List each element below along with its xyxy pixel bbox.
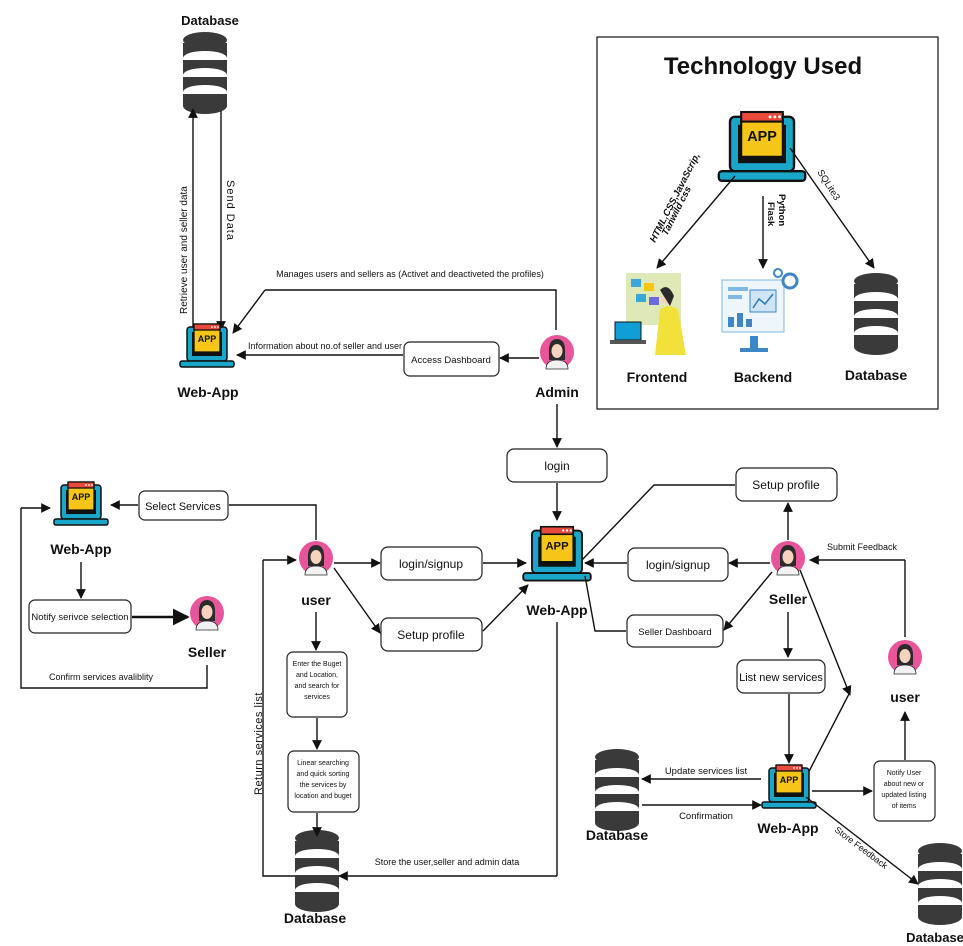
technology-panel: Technology Used HTML,CSS,JavaScrip, Tanw…: [596, 36, 939, 410]
feedback-database-icon: [918, 843, 962, 925]
admin-flow: Database Retrieve user and seller data S…: [177, 13, 579, 448]
tech-app-laptop-icon: [717, 110, 807, 183]
seller-setup-profile-box: Setup profile: [752, 478, 820, 492]
seller-database-icon: [595, 749, 639, 831]
step1-line3: and search for: [295, 683, 340, 690]
center-database-icon: [295, 830, 339, 912]
step1-line4: services: [304, 694, 330, 701]
user-webapp-laptop-icon: [53, 481, 109, 526]
login-box: login: [544, 459, 569, 473]
step1-line2: and Location,: [296, 672, 338, 679]
select-services-box: Select Services: [145, 501, 221, 513]
step1-line1: Enter the Buget: [293, 661, 342, 668]
access-dashboard-box: Access Dashboard: [411, 355, 491, 366]
update-services-label: Update services list: [665, 766, 748, 777]
tech-database-icon: [854, 273, 898, 355]
center-webapp-label: Web-App: [526, 602, 587, 618]
right-user-label: user: [890, 689, 920, 705]
center-flow: login Web-App Database Store the user,se…: [253, 448, 608, 926]
backend-label: Backend: [734, 369, 792, 385]
seller-database-label: Database: [586, 827, 648, 843]
admin-webapp-label: Web-App: [177, 384, 238, 400]
step2-line4: location and buget: [294, 793, 351, 800]
seller-dashboard-box: Seller Dashboard: [638, 627, 711, 638]
store-data-label: Store the user,seller and admin data: [375, 857, 520, 867]
backend-illustration-icon: [721, 268, 799, 352]
user-login-signup-box: login/signup: [399, 557, 463, 571]
retrieve-data-label: Retrieve user and seller data: [179, 186, 190, 314]
backend-tech-text-2: Flask: [765, 202, 776, 227]
user-flow: Web-App Select Services Notify serivce s…: [20, 481, 529, 837]
tech-database-label: Database: [845, 367, 907, 383]
frontend-illustration-icon: [610, 273, 686, 355]
info-label: Information about no.of seller and user: [248, 341, 402, 351]
center-database-label: Database: [284, 910, 346, 926]
left-seller-avatar-icon: [189, 595, 225, 631]
submit-feedback-label: Submit Feedback: [827, 542, 898, 552]
admin-avatar-icon: [539, 334, 575, 370]
user-label: user: [301, 592, 331, 608]
admin-label: Admin: [535, 384, 579, 400]
notify-user-line3: updated listing: [881, 792, 926, 799]
confirm-availability-label: Confirm services avaliblity: [49, 672, 154, 682]
seller-flow: Setup profile login/signup Seller Seller…: [581, 467, 963, 945]
right-seller-label: Seller: [769, 591, 808, 607]
user-webapp-label: Web-App: [50, 541, 111, 557]
seller-webapp-laptop-icon: [761, 764, 817, 809]
confirmation-label: Confirmation: [679, 811, 733, 822]
store-feedback-label: Store Feedback: [833, 825, 890, 872]
step2-line3: the services by: [300, 782, 347, 789]
user-avatar-icon: [298, 540, 334, 576]
feedback-database-label: Database: [906, 930, 963, 945]
right-seller-avatar-icon: [770, 540, 806, 576]
top-database-label: Database: [181, 13, 239, 28]
notify-user-line4: of items: [892, 803, 917, 810]
top-database-icon: [183, 32, 227, 114]
right-user-avatar-icon: [887, 639, 923, 675]
center-webapp-laptop-icon: [522, 525, 592, 582]
tech-title: Technology Used: [664, 53, 862, 80]
notify-user-line1: Notify User: [887, 770, 922, 777]
send-data-label: Send Data: [224, 180, 236, 241]
frontend-label: Frontend: [627, 369, 688, 385]
manages-label: Manages users and sellers as (Activet an…: [276, 269, 544, 279]
notify-selection-box: Notify serivce selection: [31, 612, 128, 623]
list-new-services-box: List new services: [739, 672, 823, 684]
notify-user-line2: about new or: [884, 781, 925, 788]
seller-webapp-label: Web-App: [757, 820, 818, 836]
left-seller-label: Seller: [188, 644, 227, 660]
seller-login-signup-box: login/signup: [646, 558, 710, 572]
admin-webapp-laptop-icon: [179, 323, 235, 368]
step2-line2: and quick sorting: [297, 771, 350, 778]
user-setup-profile-box: Setup profile: [397, 628, 465, 642]
return-services-label: Return services list: [253, 692, 265, 795]
backend-tech-text: Python: [776, 194, 787, 226]
step2-line1: Linear searching: [297, 760, 349, 767]
